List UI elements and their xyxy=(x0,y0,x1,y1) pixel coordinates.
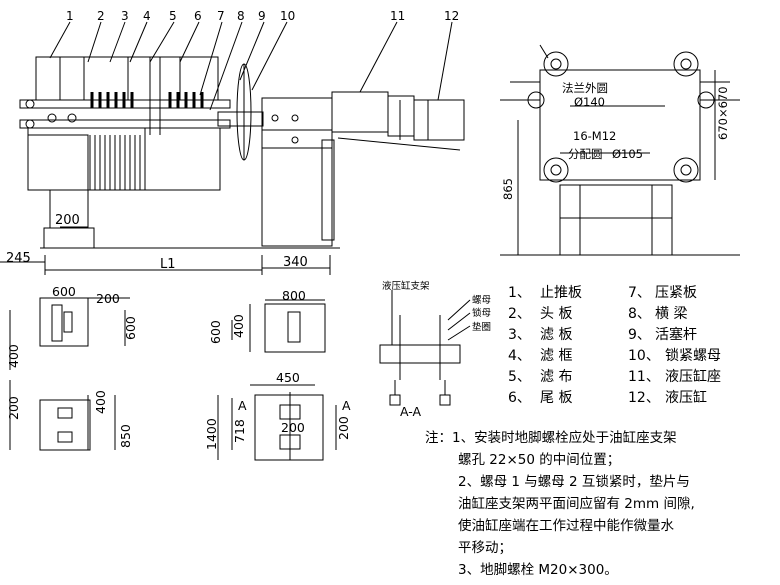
dim-200-b: 200 xyxy=(6,396,21,420)
filter-press-front-view xyxy=(19,56,465,249)
dim-400-b: 400 xyxy=(231,314,246,338)
main-dimension-lines xyxy=(0,226,331,275)
callout-10: 10 xyxy=(280,9,295,23)
section-title: A-A xyxy=(400,404,422,419)
dim-340: 340 xyxy=(283,255,308,270)
dim-850: 850 xyxy=(118,424,133,448)
foundation-plan-4 xyxy=(217,384,337,461)
section-mark-right: A xyxy=(342,398,351,413)
callout-7: 7 xyxy=(217,9,225,23)
dim-200-a: 200 xyxy=(96,291,120,306)
legend-num: 9、 xyxy=(628,327,651,343)
legend-num: 7、 xyxy=(628,285,651,301)
foundation-plan-3 xyxy=(9,380,116,451)
dim-400-a: 400 xyxy=(6,344,21,368)
note-line-2: 螺孔 22×50 的中间位置； xyxy=(458,452,621,468)
washer-label: 垫圈 xyxy=(472,321,491,333)
dim-1400: 1400 xyxy=(204,418,219,450)
legend-name: 滤 布 xyxy=(540,369,572,385)
legend-num: 1、 xyxy=(508,285,531,301)
legend-name: 头 板 xyxy=(540,306,572,322)
legend-num: 2、 xyxy=(508,306,531,322)
bolts-label: 16-M12 xyxy=(573,129,616,143)
legend-name: 止推板 xyxy=(540,285,582,301)
callout-8: 8 xyxy=(237,9,245,23)
legend-name: 压紧板 xyxy=(655,285,697,301)
callout-numbers: 1 2 3 4 5 6 7 8 9 10 11 12 xyxy=(66,9,459,23)
callout-5: 5 xyxy=(169,9,177,23)
legend-name: 滤 框 xyxy=(540,348,572,364)
callout-4: 4 xyxy=(143,9,151,23)
legend-name: 活塞杆 xyxy=(655,326,697,343)
cylinder-side-view xyxy=(500,44,740,256)
dim-670: 670×670 xyxy=(716,86,730,140)
callout-2: 2 xyxy=(97,9,105,23)
legend-num: 6、 xyxy=(508,390,531,406)
legend-name: 滤 板 xyxy=(540,327,572,343)
legend-num: 8、 xyxy=(628,306,651,322)
dim-245: 245 xyxy=(6,251,31,266)
dim-400-c: 400 xyxy=(93,390,108,414)
foundation-plan-2 xyxy=(231,299,326,353)
dim-800: 800 xyxy=(282,288,306,303)
note-line-7: 3、地脚螺栓 M20×300。 xyxy=(458,562,618,578)
legend-name: 液压缸 xyxy=(665,389,707,406)
dim-718: 718 xyxy=(232,419,247,443)
foundation-dims: 600 200 600 400 800 600 400 200 400 850 … xyxy=(6,284,422,450)
legend-num: 3、 xyxy=(508,327,531,343)
dim-865: 865 xyxy=(501,178,515,200)
main-dimensions: 245 L1 340 200 xyxy=(6,213,308,272)
legend-num: 11、 xyxy=(628,369,660,385)
dim-200-c: 200 xyxy=(281,420,305,435)
dim-200-d: 200 xyxy=(336,416,351,440)
callout-12: 12 xyxy=(444,9,459,23)
legend-num: 10、 xyxy=(628,348,660,364)
support-label: 液压缸支架 xyxy=(382,280,430,292)
dim-200-leg: 200 xyxy=(55,213,80,228)
dim-600-b: 600 xyxy=(123,316,138,340)
dim-L1: L1 xyxy=(160,257,176,272)
callout-leaders xyxy=(49,21,453,111)
legend-name: 横 梁 xyxy=(655,306,687,322)
side-view-labels: 法兰外圆 Ø140 16-M12 分配圆 Ø105 670×670 865 xyxy=(501,81,730,200)
note-line-1: 注：1、安装时地脚螺栓应处于油缸座支架 xyxy=(425,430,677,446)
callout-9: 9 xyxy=(258,9,266,23)
nut-label: 螺母 xyxy=(472,295,491,306)
pitch-dia: Ø105 xyxy=(612,147,643,161)
legend-num: 12、 xyxy=(628,390,660,406)
detail-labels: 液压缸支架 螺母 锁母 垫圈 xyxy=(382,280,491,333)
callout-3: 3 xyxy=(121,9,129,23)
lock-nut-label: 锁母 xyxy=(472,307,491,319)
callout-1: 1 xyxy=(66,9,74,23)
legend-num: 5、 xyxy=(508,369,531,385)
section-a-a-detail xyxy=(379,290,471,406)
legend-name: 液压缸座 xyxy=(665,368,721,385)
legend-name: 尾 板 xyxy=(540,390,572,406)
flange-dia: Ø140 xyxy=(574,95,605,109)
parts-legend: 1、 止推板 7、 压紧板 2、 头 板 8、 横 梁 3、 滤 板 9、 活塞… xyxy=(508,285,721,406)
legend-name: 锁紧螺母 xyxy=(665,348,721,364)
section-mark-left: A xyxy=(238,398,247,413)
legend-num: 4、 xyxy=(508,348,531,364)
dim-600-c: 600 xyxy=(208,320,223,344)
note-line-4: 油缸座支架两平面间应留有 2mm 间隙, xyxy=(458,496,695,512)
flange-label: 法兰外圆 xyxy=(562,81,608,95)
callout-11: 11 xyxy=(390,9,405,23)
dim-450: 450 xyxy=(276,370,300,385)
pitch-label: 分配圆 xyxy=(568,147,603,161)
note-line-5: 使油缸座端在工作过程中能作微量水 xyxy=(458,518,674,534)
note-line-3: 2、螺母 1 与螺母 2 互锁紧时，垫片与 xyxy=(458,474,690,490)
note-line-6: 平移动； xyxy=(458,540,512,556)
foundation-plan-1 xyxy=(9,297,130,370)
callout-6: 6 xyxy=(194,9,202,23)
dim-600-a: 600 xyxy=(52,284,76,299)
